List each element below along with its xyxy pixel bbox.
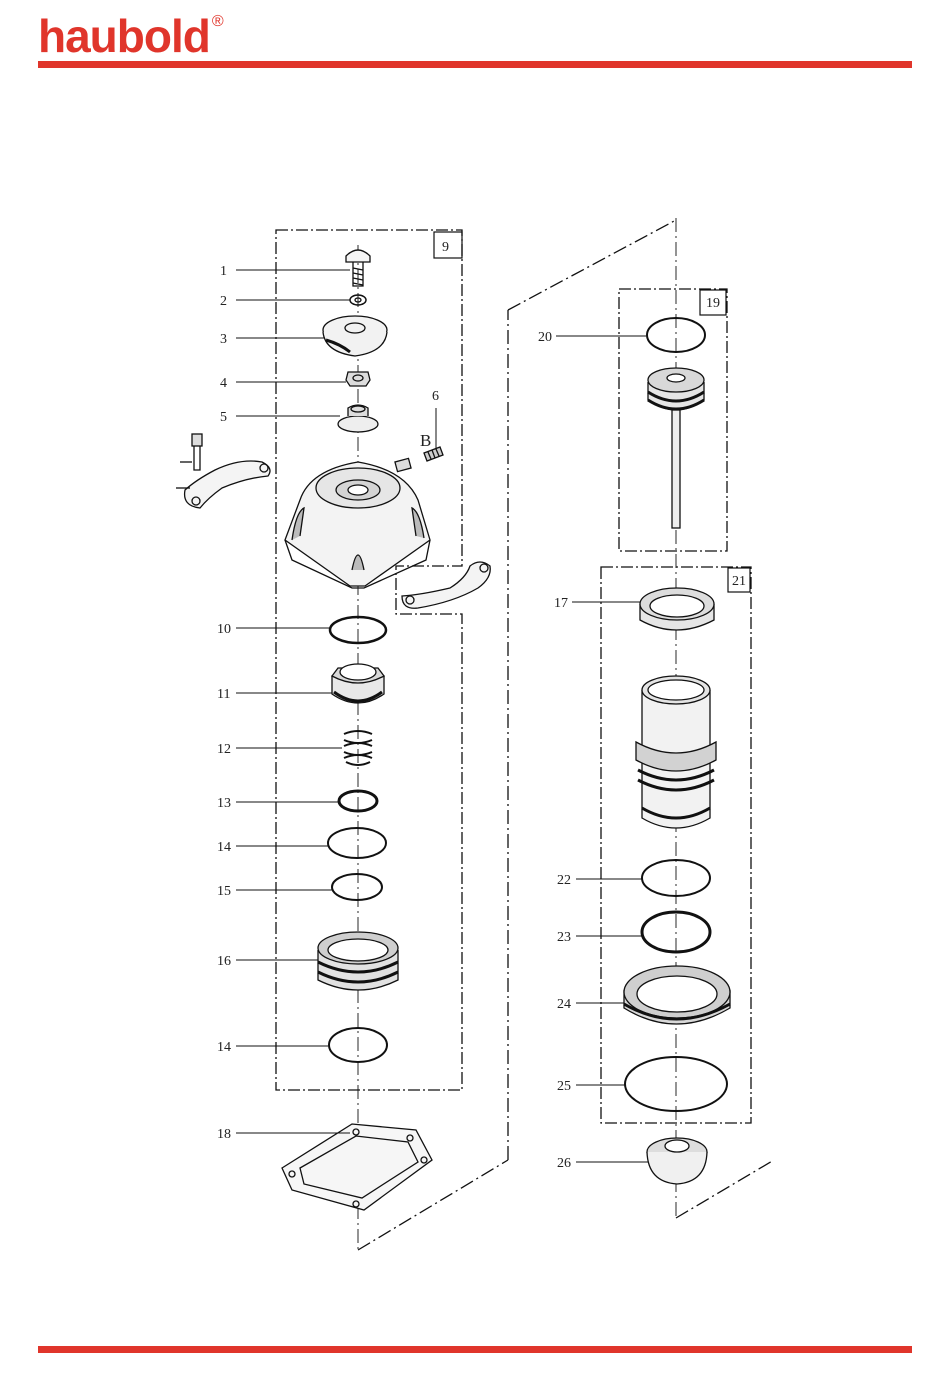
callout-24: 24 (557, 997, 571, 1012)
part-18-gasket (282, 1124, 432, 1210)
callout-14-lower: 14 (217, 1040, 231, 1055)
callout-1: 1 (220, 264, 227, 279)
callout-5: 5 (220, 410, 227, 425)
callout-13: 13 (217, 796, 231, 811)
callout-22: 22 (557, 873, 571, 888)
callout-11: 11 (217, 687, 230, 702)
right-handle (402, 562, 490, 608)
callout-25: 25 (557, 1079, 571, 1094)
group-21-label: 21 (732, 574, 746, 589)
callout-20: 20 (538, 330, 552, 345)
callout-4: 4 (220, 376, 227, 391)
callout-2: 2 (220, 294, 227, 309)
callout-26: 26 (557, 1156, 571, 1171)
detail-letter-b: B (420, 431, 431, 450)
part-24-seal (624, 966, 730, 1024)
callout-17: 17 (554, 596, 568, 611)
callout-15: 15 (217, 884, 231, 899)
valve-assembly (648, 368, 704, 528)
callout-6: 6 (432, 389, 439, 404)
part-17-bushing (640, 588, 714, 630)
callout-23: 23 (557, 930, 571, 945)
callout-18: 18 (217, 1127, 231, 1142)
part-11-nut (332, 664, 384, 703)
group-9-label: 9 (442, 240, 449, 255)
callout-12: 12 (217, 742, 231, 757)
cylinder (636, 676, 716, 828)
leader-lines (236, 270, 648, 1162)
callout-10: 10 (217, 622, 231, 637)
part-16-sleeve (318, 932, 398, 990)
left-handle (176, 434, 270, 508)
group-19-label: 19 (706, 296, 720, 311)
callout-16: 16 (217, 954, 231, 969)
part-3-cap (323, 316, 387, 356)
callout-14: 14 (217, 840, 231, 855)
part-26-cap (647, 1138, 707, 1184)
callout-3: 3 (220, 332, 227, 347)
housing (285, 458, 430, 588)
